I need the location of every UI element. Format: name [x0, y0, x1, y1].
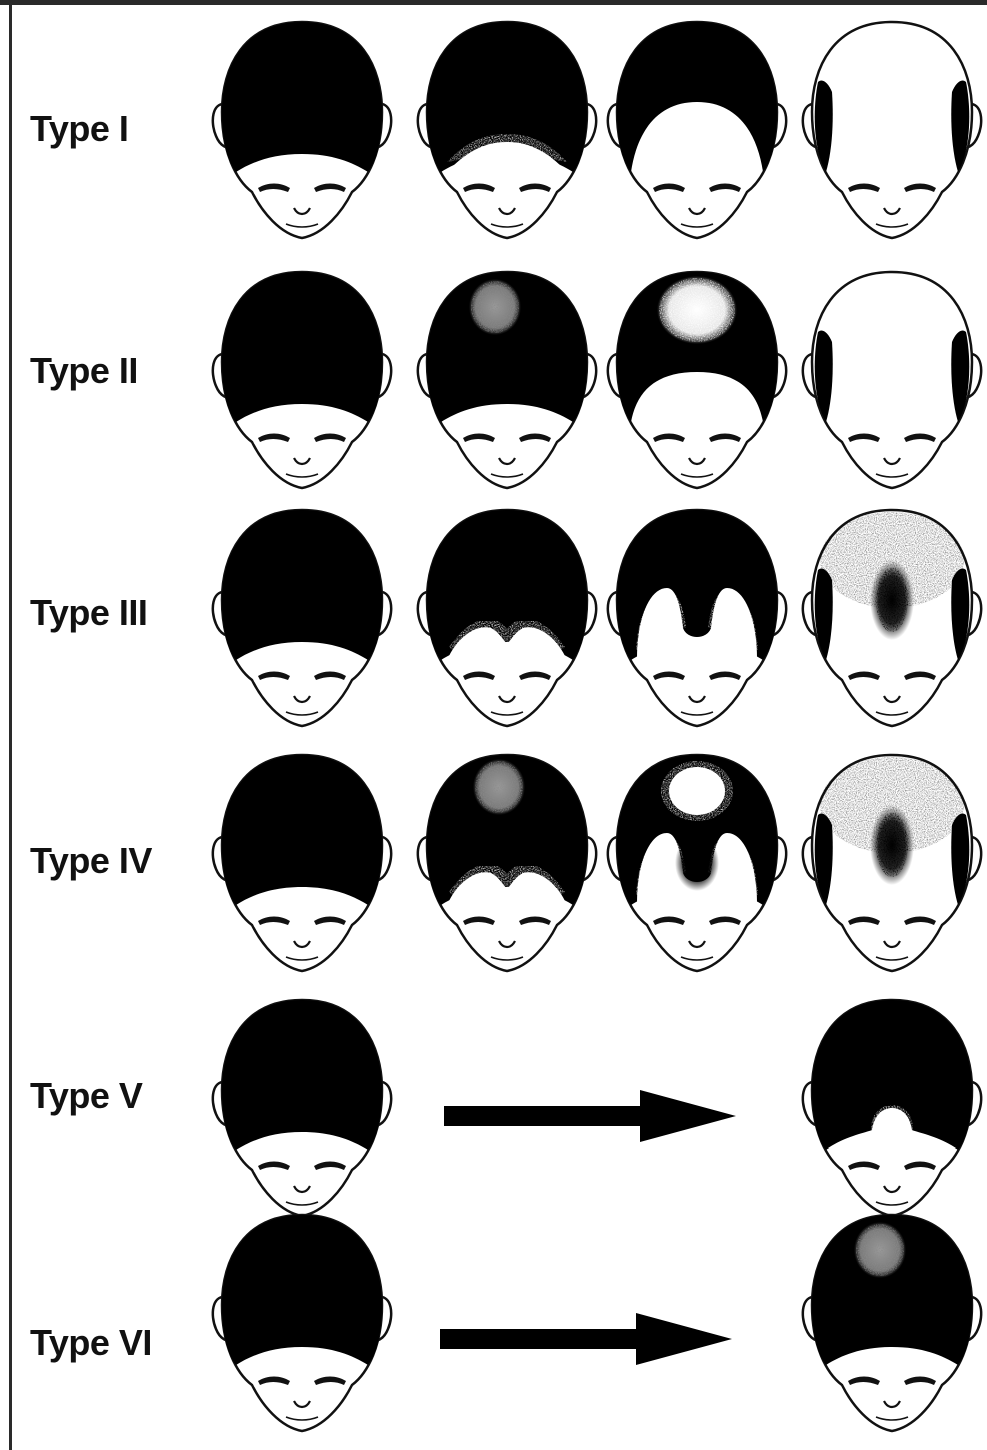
head-illustration	[407, 745, 607, 985]
progression-arrow	[440, 1086, 740, 1146]
diagram-row: Type V	[12, 990, 982, 1205]
head-illustration	[407, 262, 607, 502]
head-illustration	[792, 990, 987, 1230]
head-illustration	[202, 262, 402, 502]
head-illustration	[202, 990, 402, 1230]
head-illustration	[792, 1205, 987, 1445]
head-illustration	[202, 12, 402, 252]
frame-top-border	[0, 0, 987, 5]
head-illustration	[597, 262, 797, 502]
diagram-row: Type II	[12, 262, 982, 500]
head-illustration	[792, 500, 987, 740]
row-label: Type VI	[30, 1322, 152, 1364]
row-label: Type IV	[30, 840, 152, 882]
progression-arrow	[436, 1309, 736, 1369]
row-label: Type I	[30, 108, 128, 150]
row-label: Type III	[30, 592, 147, 634]
diagram-row: Type IV	[12, 745, 982, 983]
head-illustration	[597, 500, 797, 740]
head-illustration	[202, 745, 402, 985]
head-illustration	[792, 12, 987, 252]
row-label: Type II	[30, 350, 138, 392]
head-illustration	[792, 745, 987, 985]
row-label: Type V	[30, 1075, 142, 1117]
head-illustration	[202, 500, 402, 740]
head-illustration	[792, 262, 987, 502]
diagram-row: Type I	[12, 12, 982, 250]
diagram-row: Type III	[12, 500, 982, 738]
head-illustration	[407, 12, 607, 252]
head-illustration	[597, 745, 797, 985]
diagram-row: Type VI	[12, 1205, 982, 1445]
head-illustration	[597, 12, 797, 252]
head-illustration	[407, 500, 607, 740]
head-illustration	[202, 1205, 402, 1445]
